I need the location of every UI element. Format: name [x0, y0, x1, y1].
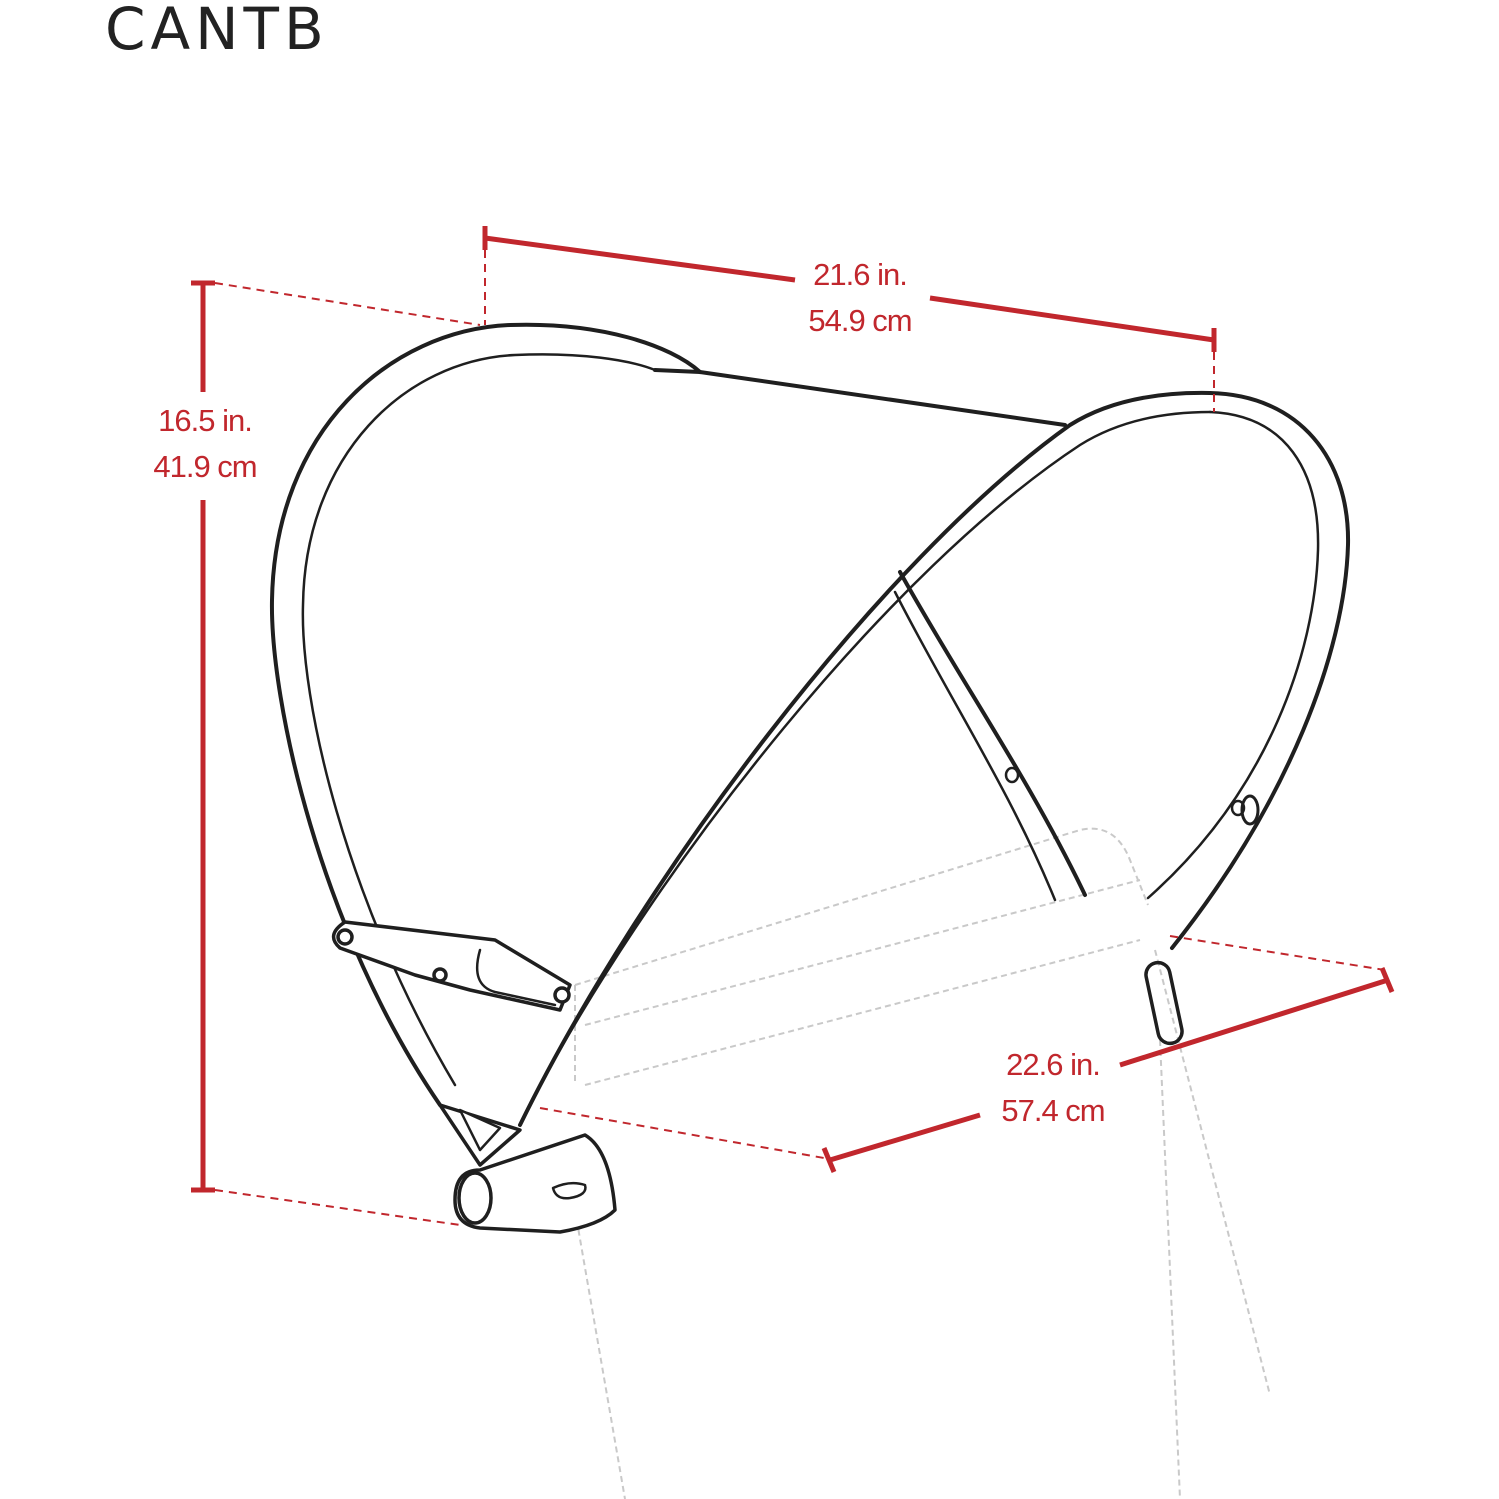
page-title: CANTB: [105, 0, 329, 63]
height-imperial: 16.5 in.: [158, 403, 253, 438]
hinge-mechanism: [331, 920, 617, 1234]
dimension-height-label: 16.5 in. 41.9 cm: [120, 398, 290, 490]
dimension-height-line: [191, 280, 481, 1226]
canopy-rear-bow: [893, 391, 1351, 1046]
dimension-width-line: [482, 226, 1217, 412]
canopy-fabric: [653, 368, 1067, 427]
dimension-depth-line: [539, 935, 1395, 1173]
depth-metric: 57.4 cm: [1001, 1093, 1105, 1128]
depth-imperial: 22.6 in.: [1006, 1047, 1101, 1082]
dimension-depth-label: 22.6 in. 57.4 cm: [968, 1042, 1138, 1134]
seat-ghost-outline: [574, 827, 1271, 1499]
width-imperial: 21.6 in.: [813, 257, 908, 292]
canopy-front-bow: [269, 322, 1212, 1127]
width-metric: 54.9 cm: [808, 303, 912, 338]
height-metric: 41.9 cm: [153, 449, 257, 484]
dimension-width-label: 21.6 in. 54.9 cm: [775, 252, 945, 344]
